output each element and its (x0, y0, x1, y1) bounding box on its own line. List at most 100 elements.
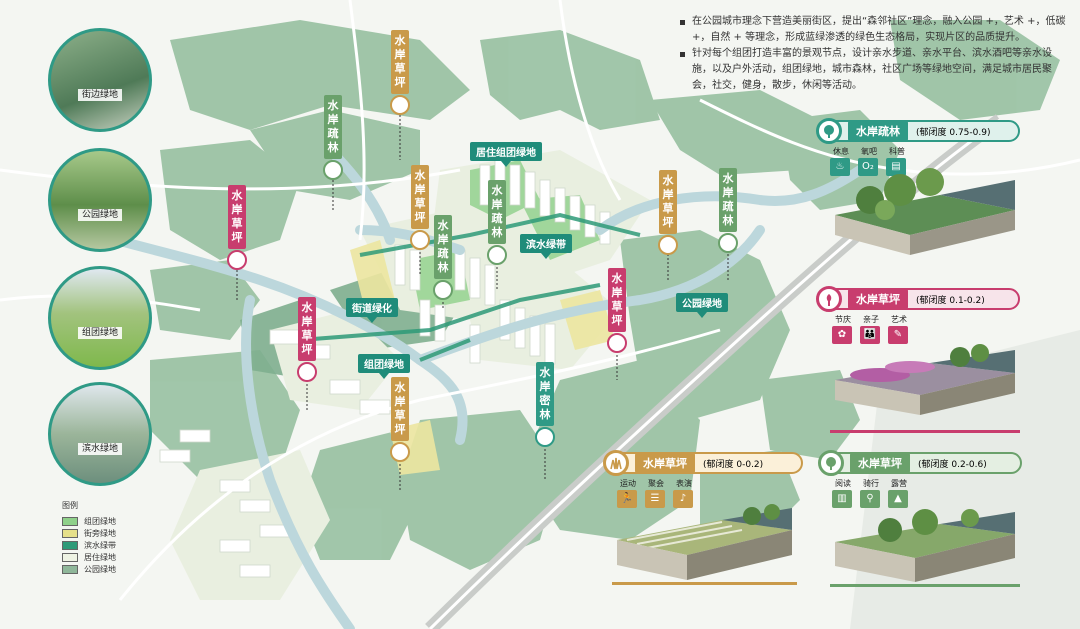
grass-icon[interactable] (390, 442, 410, 462)
tree-icon[interactable] (323, 160, 343, 180)
label-cluster-green: 组团绿地 (358, 354, 410, 379)
flower-icon[interactable] (607, 333, 627, 353)
tag-waterfront-lawn: 水岸草坪 (659, 170, 677, 234)
lotus-icon: ✿ (832, 326, 852, 344)
photo-park-green: 公园绿地 (48, 148, 152, 252)
tag-waterfront-lawn: 水岸草坪 (228, 185, 246, 249)
legend-title: 图例 (62, 501, 78, 510)
tag-waterfront-sparse-forest: 水岸疏林 (324, 95, 342, 159)
legend: 图例 组团绿地 街旁绿地 滨水绿带 居住绿地 公园绿地 (62, 500, 116, 575)
feature-label: 聚会 (648, 479, 664, 488)
book-icon: ▥ (832, 490, 852, 508)
tree-icon (816, 118, 842, 144)
card-title: 水岸草坪 (635, 453, 695, 473)
section-model-gold (617, 504, 792, 580)
running-icon: 🏃 (617, 490, 637, 508)
feature-science: 科普▤ (886, 146, 908, 176)
grass-icon[interactable] (410, 230, 430, 250)
legend-label: 居住绿地 (84, 552, 116, 562)
legend-label: 滨水绿带 (84, 540, 116, 550)
card-title: 水岸草坪 (850, 453, 910, 473)
label-park-green: 公园绿地 (676, 293, 728, 318)
photo-caption: 街边绿地 (77, 89, 122, 101)
photo-roadside-green: 街边绿地 (48, 28, 152, 132)
card-features-gold: 运动🏃 聚会 ☰ 表演♪ (617, 478, 695, 508)
feature-gathering: 聚会 ☰ (645, 478, 667, 508)
tag-waterfront-sparse-forest: 水岸疏林 (719, 168, 737, 232)
legend-label: 组团绿地 (84, 516, 116, 526)
oxygen-icon: O₂ (858, 158, 878, 176)
photo-cluster-green: 组团绿地 (48, 266, 152, 370)
label-street-greening: 街道绿化 (346, 298, 398, 323)
card-title-pink: 水岸草坪 (郁闭度 0.1-0.2) (816, 286, 1020, 312)
tag-waterfront-dense-forest: 水岸密林 (536, 362, 554, 426)
tag-waterfront-sparse-forest: 水岸疏林 (488, 180, 506, 244)
underline-gold (612, 540, 797, 585)
note-2: 针对每个组团打造丰富的景观节点，设计亲水步道、亲水平台、滨水酒吧等亲水设施，以及… (678, 46, 1070, 94)
legend-item: 居住绿地 (62, 551, 116, 563)
legend-label: 街旁绿地 (84, 528, 116, 538)
section-model-pink (835, 344, 1015, 415)
tree-icon[interactable] (487, 245, 507, 265)
tree-icon[interactable] (433, 280, 453, 300)
legend-item: 公园绿地 (62, 563, 116, 575)
legend-item: 街旁绿地 (62, 527, 116, 539)
feature-label: 骑行 (863, 479, 879, 488)
tent-icon: ▲ (888, 490, 908, 508)
card-title-gold: 水岸草坪 (郁闭度 0-0.2) (603, 450, 803, 476)
card-subtitle: (郁闭度 0.1-0.2) (916, 295, 985, 306)
feature-camping: 露营 ▲ (888, 478, 910, 508)
feature-art: 艺术 ✎ (888, 314, 910, 344)
tree-icon (818, 450, 844, 476)
feature-festival: 节庆 ✿ (832, 314, 854, 344)
book-icon: ▤ (886, 158, 906, 176)
tag-waterfront-lawn: 水岸草坪 (391, 30, 409, 94)
feature-family: 亲子👪 (860, 314, 882, 344)
flower-icon[interactable] (227, 250, 247, 270)
legend-label: 公园绿地 (84, 564, 116, 574)
feature-label: 艺术 (891, 315, 907, 324)
feature-label: 亲子 (863, 315, 879, 324)
tree-icon[interactable] (535, 427, 555, 447)
feature-performance: 表演♪ (673, 478, 695, 508)
flower-icon (816, 286, 842, 312)
feature-label: 露营 (891, 479, 907, 488)
card-features-pink: 节庆 ✿ 亲子👪 艺术 ✎ (832, 314, 910, 344)
legend-item: 组团绿地 (62, 515, 116, 527)
grass-icon[interactable] (390, 95, 410, 115)
feature-label: 节庆 (835, 315, 851, 324)
tag-waterfront-lawn: 水岸草坪 (298, 297, 316, 361)
tag-waterfront-lawn: 水岸草坪 (411, 165, 429, 229)
card-title: 水岸疏林 (848, 121, 908, 141)
card-title-green: 水岸草坪 (郁闭度 0.2-0.6) (818, 450, 1022, 476)
art-icon: ✎ (888, 326, 908, 344)
bicycle-icon: ⚲ (860, 490, 880, 508)
feature-label: 表演 (676, 479, 692, 488)
feature-oxygen: 氧吧 O₂ (858, 146, 880, 176)
section-model-dense (835, 168, 1015, 255)
label-residential-cluster-green: 居住组团绿地 (470, 142, 542, 167)
feature-cycling: 骑行 ⚲ (860, 478, 882, 508)
tag-waterfront-lawn: 水岸草坪 (391, 377, 409, 441)
photo-waterfront-green: 滨水绿地 (48, 382, 152, 486)
feature-reading: 阅读▥ (832, 478, 854, 508)
tag-waterfront-lawn: 水岸草坪 (608, 268, 626, 332)
tag-waterfront-sparse-forest: 水岸疏林 (434, 215, 452, 279)
note-1: 在公园城市理念下营造美丽街区，提出“森邻社区”理念，融入公园 +，艺术 +，低碳… (678, 14, 1070, 46)
feature-rest: 休息♨ (830, 146, 852, 176)
grass-icon[interactable] (658, 235, 678, 255)
chat-icon: ☰ (645, 490, 665, 508)
card-title-teal: 水岸疏林 (郁闭度 0.75-0.9) (816, 118, 1020, 144)
label-waterfront-greenbelt: 滨水绿带 (520, 234, 572, 259)
underline-green (830, 540, 1020, 587)
feature-label: 氧吧 (861, 147, 877, 156)
grass-icon (603, 450, 629, 476)
feature-sport: 运动🏃 (617, 478, 639, 508)
underline-pink (830, 372, 1020, 433)
meditation-icon: ♨ (830, 158, 850, 176)
flower-icon[interactable] (297, 362, 317, 382)
tree-icon[interactable] (718, 233, 738, 253)
card-features-teal: 休息♨ 氧吧 O₂ 科普▤ (830, 146, 908, 176)
legend-swatch (62, 540, 78, 550)
